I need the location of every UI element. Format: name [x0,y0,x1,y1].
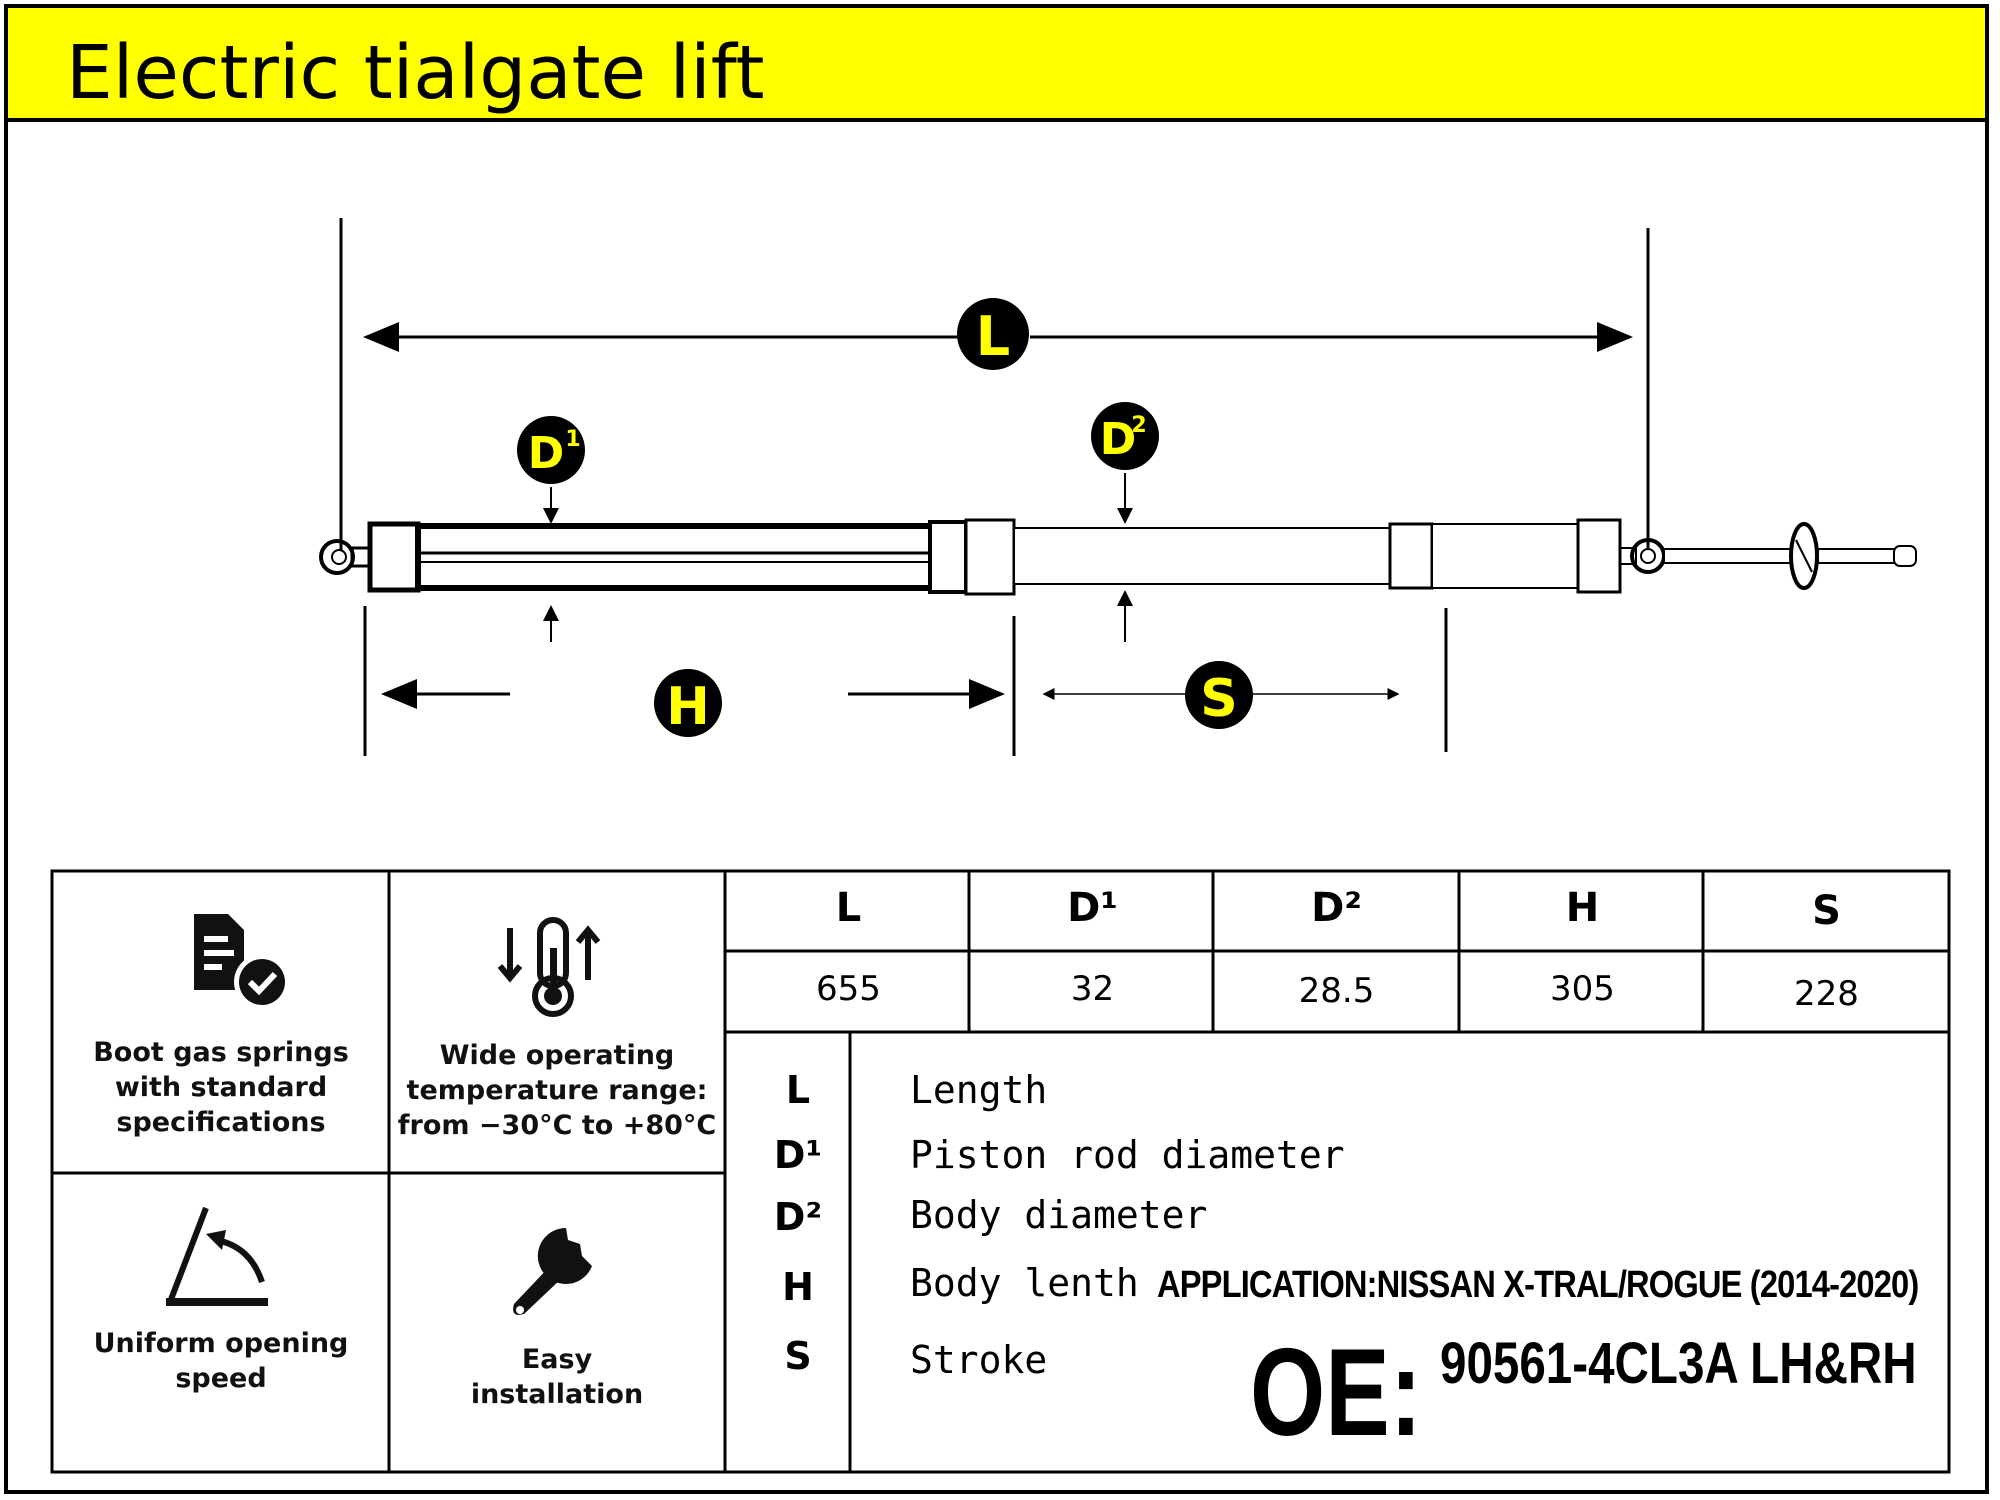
spec-header-d1: D¹ [1067,885,1118,931]
s-badge-label: S [1200,669,1237,729]
opening-angle-icon [166,1206,268,1306]
l-badge-label: L [976,305,1010,368]
spec-value-l: 655 [816,969,881,1009]
spec-header-h: H [1565,885,1600,931]
h-badge-label: H [666,677,710,737]
legend-symbol-d1: D¹ [773,1133,823,1177]
strut-rod [1013,518,1666,594]
connector-cable [1663,522,1917,590]
legend-symbol-s: S [784,1334,812,1378]
legend-symbol-d2: D² [773,1195,823,1239]
title-bar: Electric tialgate lift [8,8,1985,122]
spec-header-d2: D² [1311,885,1362,931]
l-badge: L [957,298,1029,370]
d2-badge-sup: 2 [1131,413,1146,438]
legend-desc-d2: Body diameter [910,1193,1208,1237]
legend-symbol-l: L [785,1068,811,1112]
legend-desc-l: Length [910,1068,1048,1112]
table-grid [50,869,1951,1474]
d1-badge-sup: 1 [565,427,580,452]
wrench-icon [513,1227,592,1315]
spec-value-d1: 32 [1070,969,1115,1009]
d1-badge-label: D [528,428,565,479]
spec-header-l: L [835,885,862,931]
document-check-icon [194,914,290,1010]
feature-uniform-speed: Uniform opening speed [93,1328,349,1394]
d2-badge: D 2 [1091,402,1159,470]
spec-value-d2: 28.5 [1298,971,1375,1011]
legend-desc-s: Stroke [910,1338,1048,1382]
feature-easy-installation: Easy installation [470,1344,644,1410]
s-badge: S [1185,661,1253,729]
spec-value-h: 305 [1550,969,1615,1009]
legend-desc-h: Body lenth [910,1261,1139,1305]
legend-desc-d1: Piston rod diameter [910,1133,1345,1177]
strut-cylinder [319,518,1016,596]
outer-frame [4,4,1989,1494]
d1-badge: D 1 [517,416,585,484]
h-badge: H [654,669,722,737]
page-title: Electric tialgate lift [66,30,765,116]
application-text: APPLICATION:NISSAN X-TRAL/ROGUE (2014-20… [1157,1264,1919,1306]
feature-standard-specs: Boot gas springs with standard specifica… [93,1037,349,1138]
d2-badge-label: D [1100,414,1137,465]
spec-header-s: S [1812,888,1841,934]
feature-temperature-range: Wide operating temperature range: from −… [397,1040,717,1141]
spec-value-s: 228 [1794,974,1859,1014]
oe-label: OE: [1250,1324,1422,1462]
legend-symbol-h: H [782,1265,814,1309]
oe-number: 90561-4CL3A LH&RH [1440,1331,1917,1396]
thermometer-arrows-icon [497,917,601,1017]
